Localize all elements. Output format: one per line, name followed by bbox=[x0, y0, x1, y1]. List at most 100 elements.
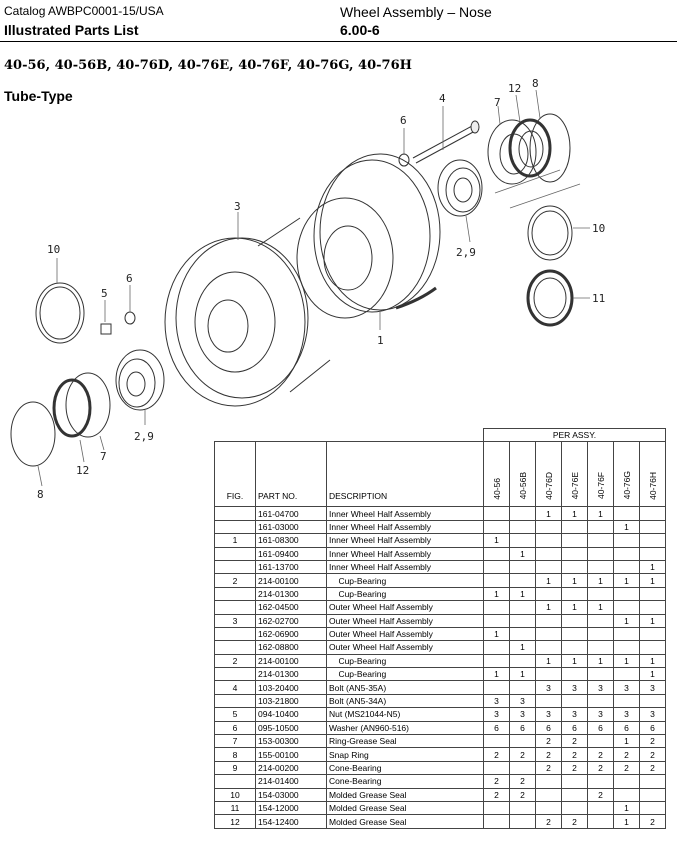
description-cell: Molded Grease Seal bbox=[326, 787, 484, 802]
quantity-cell: 1 bbox=[509, 586, 536, 602]
quantity-cell: 2 bbox=[483, 787, 510, 802]
quantity-cell: 6 bbox=[587, 720, 614, 736]
quantity-cell: 1 bbox=[509, 667, 536, 682]
fig-number-cell bbox=[214, 693, 256, 709]
quantity-cell bbox=[509, 800, 536, 816]
callout-label: 10 bbox=[592, 222, 605, 235]
description-cell: Cone-Bearing bbox=[326, 760, 484, 776]
description-cell: Outer Wheel Half Assembly bbox=[326, 640, 484, 655]
quantity-cell bbox=[483, 760, 510, 776]
description-cell: Inner Wheel Half Assembly bbox=[326, 506, 484, 521]
fig-number-cell: 7 bbox=[214, 734, 256, 749]
part-number-cell: 161-04700 bbox=[255, 506, 327, 521]
description-cell: Cup-Bearing bbox=[326, 667, 484, 682]
fig-number-cell: 11 bbox=[214, 800, 256, 816]
snap-ring-lower bbox=[10, 401, 56, 467]
callout-label: 5 bbox=[101, 287, 108, 300]
quantity-cell: 3 bbox=[535, 707, 562, 722]
page-title: Wheel Assembly – Nose bbox=[340, 4, 492, 20]
quantity-cell bbox=[639, 626, 666, 642]
quantity-cell bbox=[639, 546, 666, 561]
fig-number-cell bbox=[214, 626, 256, 642]
quantity-cell: 2 bbox=[535, 814, 562, 829]
description-cell: Molded Grease Seal bbox=[326, 814, 484, 829]
quantity-cell bbox=[509, 734, 536, 749]
quantity-cell: 6 bbox=[483, 720, 510, 736]
quantity-cell bbox=[587, 814, 614, 829]
document-heading: Illustrated Parts List bbox=[4, 22, 139, 38]
quantity-cell bbox=[535, 546, 562, 561]
quantity-cell: 1 bbox=[535, 600, 562, 615]
washer-part-lower bbox=[124, 311, 136, 325]
quantity-cell bbox=[535, 640, 562, 655]
quantity-cell bbox=[561, 519, 588, 535]
quantity-cell: 1 bbox=[587, 573, 614, 588]
fig-number-cell: 5 bbox=[214, 707, 256, 722]
quantity-cell bbox=[613, 667, 640, 682]
quantity-cell bbox=[535, 667, 562, 682]
callout-label: 11 bbox=[592, 292, 605, 305]
quantity-cell: 2 bbox=[561, 747, 588, 762]
snap-ring-upper bbox=[529, 113, 571, 183]
grease-seal-ring-lower bbox=[52, 372, 111, 438]
model-column-header: 40-76E bbox=[561, 441, 588, 508]
quantity-cell bbox=[587, 734, 614, 749]
quantity-cell bbox=[483, 814, 510, 829]
quantity-cell bbox=[483, 573, 510, 588]
description-cell: Washer (AN960-516) bbox=[326, 720, 484, 736]
quantity-cell bbox=[639, 519, 666, 535]
part-number-cell: 154-03000 bbox=[255, 787, 327, 802]
quantity-cell bbox=[509, 613, 536, 628]
quantity-cell: 2 bbox=[613, 747, 640, 762]
quantity-cell: 6 bbox=[561, 720, 588, 736]
quantity-cell bbox=[483, 519, 510, 535]
quantity-cell bbox=[587, 519, 614, 535]
quantity-cell bbox=[535, 586, 562, 602]
col-description-header: DESCRIPTION bbox=[326, 441, 484, 508]
quantity-cell bbox=[639, 640, 666, 655]
fig-number-cell: 3 bbox=[214, 613, 256, 628]
parts-table: PER ASSY. FIG. PART NO. DESCRIPTION 40-5… bbox=[214, 427, 666, 829]
fig-number-cell bbox=[214, 586, 256, 602]
model-column-header: 40-76D bbox=[535, 441, 562, 508]
fig-number-cell bbox=[214, 667, 256, 682]
quantity-cell: 1 bbox=[535, 653, 562, 669]
quantity-cell bbox=[561, 559, 588, 575]
quantity-cell: 6 bbox=[535, 720, 562, 736]
quantity-cell bbox=[483, 653, 510, 669]
quantity-cell bbox=[613, 586, 640, 602]
quantity-cell bbox=[535, 800, 562, 816]
inner-wheel-half bbox=[296, 153, 441, 319]
callout-label: 6 bbox=[126, 272, 133, 285]
fig-number-cell bbox=[214, 640, 256, 655]
quantity-cell bbox=[483, 800, 510, 816]
part-number-cell: 161-13700 bbox=[255, 559, 327, 575]
quantity-cell bbox=[483, 680, 510, 695]
callout-label: 12 bbox=[76, 464, 89, 477]
quantity-cell bbox=[613, 787, 640, 802]
quantity-cell: 3 bbox=[587, 707, 614, 722]
quantity-cell: 3 bbox=[509, 707, 536, 722]
quantity-cell bbox=[483, 546, 510, 561]
quantity-cell: 3 bbox=[639, 707, 666, 722]
description-cell: Outer Wheel Half Assembly bbox=[326, 600, 484, 615]
callout-label: 2,9 bbox=[134, 430, 154, 443]
quantity-cell bbox=[561, 787, 588, 802]
part-number-cell: 214-00200 bbox=[255, 760, 327, 776]
part-number-cell: 161-09400 bbox=[255, 546, 327, 561]
quantity-cell: 2 bbox=[639, 747, 666, 762]
quantity-cell bbox=[613, 626, 640, 642]
quantity-cell: 3 bbox=[587, 680, 614, 695]
quantity-cell: 1 bbox=[535, 573, 562, 588]
